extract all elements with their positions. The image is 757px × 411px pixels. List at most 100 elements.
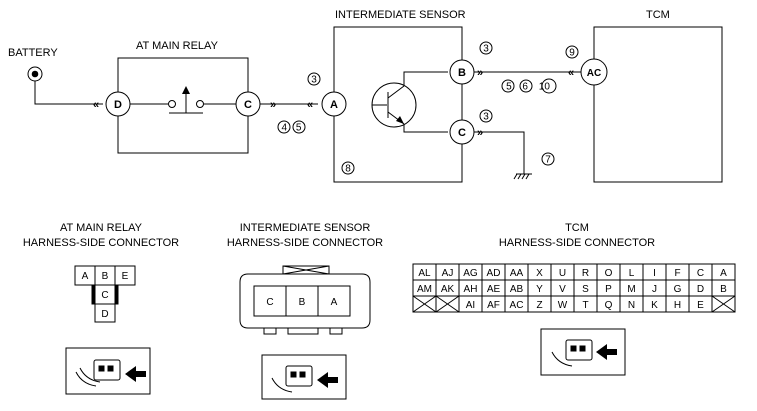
tcm-pin-label: L xyxy=(629,268,635,279)
wire-arrow-sensor-out: » xyxy=(477,67,483,79)
step-ref-3-a xyxy=(307,72,321,86)
step-ref-9-label: 9 xyxy=(569,48,575,59)
tcm-pin-label: AJ xyxy=(442,268,454,279)
tcm-pin-label: V xyxy=(559,284,566,295)
tcm-connector-title-2: HARNESS-SIDE CONNECTOR xyxy=(499,237,655,249)
tcm-pin-label: T xyxy=(582,300,588,311)
tcm-box xyxy=(593,26,723,183)
tcm-pin-label: AF xyxy=(487,300,500,311)
tcm-plug-icon xyxy=(540,328,626,376)
tcm-pin-label: AM xyxy=(417,284,432,295)
relay-connector-title-2: HARNESS-SIDE CONNECTOR xyxy=(23,237,179,249)
schematic: BATTERY « AT MAIN RELAY D C » « 3 xyxy=(8,9,723,183)
sensor-pin-c-label: C xyxy=(458,127,466,139)
relay-conn-pin-b: B xyxy=(102,271,109,282)
tcm-pin-label: A xyxy=(720,268,727,279)
tcm-pin-label: X xyxy=(536,268,543,279)
tcm-connector-title-1: TCM xyxy=(565,222,589,234)
relay-box xyxy=(117,57,249,154)
sensor-pin-b-label: B xyxy=(458,67,466,79)
tcm-pin-label: D xyxy=(697,284,704,295)
tcm-blank-pin-cross xyxy=(412,295,437,313)
sensor-connector: C B A xyxy=(239,265,371,335)
step-ref-8 xyxy=(341,161,355,175)
battery-terminal xyxy=(27,66,43,82)
tcm-pin-label: AE xyxy=(487,284,501,295)
tcm-pin-label: F xyxy=(674,268,680,279)
step-ref-7-label: 7 xyxy=(545,155,551,166)
battery-label: BATTERY xyxy=(8,47,58,59)
tcm-pin-label: AH xyxy=(464,284,478,295)
tcm-pin-label: W xyxy=(558,300,568,311)
relay-contact-left xyxy=(168,100,176,108)
sensor-plug-icon xyxy=(261,354,347,400)
relay-pin-d-label: D xyxy=(114,99,122,111)
tcm-pin-label: R xyxy=(582,268,589,279)
step-ref-3-b xyxy=(479,41,493,55)
tcm-pin-label: AK xyxy=(441,284,455,295)
sensor-conn-pin-b: B xyxy=(299,297,306,308)
step-ref-8-label: 8 xyxy=(345,164,351,175)
tcm-pin-label: AC xyxy=(510,300,524,311)
sensor-pin-a xyxy=(321,91,347,117)
tcm-pin-label: N xyxy=(628,300,635,311)
relay-title: AT MAIN RELAY xyxy=(136,40,219,52)
ground-wire xyxy=(474,131,525,174)
sensor-title: INTERMEDIATE SENSOR xyxy=(335,9,466,21)
sensor-box xyxy=(333,26,463,183)
battery-wire xyxy=(34,81,103,105)
tcm-pin-label: AB xyxy=(510,284,524,295)
step-ref-4 xyxy=(277,120,291,134)
relay-actuator-arrow xyxy=(182,86,190,94)
step-ref-3-c-label: 3 xyxy=(483,112,489,123)
relay-connector-title-1: AT MAIN RELAY xyxy=(60,222,143,234)
tcm-blank-pin-cross xyxy=(711,295,736,313)
sensor-connector-title-2: HARNESS-SIDE CONNECTOR xyxy=(227,237,383,249)
tcm-pin-label: I xyxy=(653,268,656,279)
tcm-pin-label: Q xyxy=(605,300,613,311)
relay-conn-pin-c: C xyxy=(101,290,108,301)
tcm-pin-label: Y xyxy=(536,284,543,295)
tcm-pin-label: AL xyxy=(418,268,431,279)
tcm-pin-label: AA xyxy=(510,268,524,279)
tcm-pin-label: K xyxy=(651,300,658,311)
step-ref-3-a-label: 3 xyxy=(311,75,317,86)
tcm-pin-label: AG xyxy=(463,268,478,279)
wire-arrow-relay-out: » xyxy=(270,99,276,111)
sensor-connector-title-1: INTERMEDIATE SENSOR xyxy=(240,222,371,234)
tcm-pin-ac xyxy=(580,58,608,86)
tcm-pin-label: M xyxy=(627,284,635,295)
tcm-pin-label: E xyxy=(697,300,704,311)
tcm-pin-ac-label: AC xyxy=(587,68,601,79)
relay-conn-pin-e: E xyxy=(122,271,129,282)
tcm-blank-pin-cross xyxy=(435,295,460,313)
step-ref-5 xyxy=(292,120,306,134)
step-ref-3-c xyxy=(479,109,493,123)
sensor-pin-a-label: A xyxy=(330,99,338,111)
wire-arrow-tcm-in: « xyxy=(568,67,574,79)
step-ref-10 xyxy=(541,78,557,94)
tcm-pin-label: U xyxy=(559,268,566,279)
relay-plug-icon xyxy=(65,347,151,395)
connector-titles: AT MAIN RELAY HARNESS-SIDE CONNECTOR INT… xyxy=(23,222,655,249)
wire-arrow-sensor-in: « xyxy=(307,99,313,111)
step-ref-4-5-label: 4 5 xyxy=(282,123,302,134)
step-ref-5b xyxy=(501,79,515,93)
tcm-pin-label: S xyxy=(582,284,589,295)
relay-conn-pin-a: A xyxy=(82,271,89,282)
relay-connector: A B E C D xyxy=(74,265,136,323)
step-ref-6 xyxy=(519,79,533,93)
tcm-pin-label: AI xyxy=(466,300,475,311)
wire-arrow-battery: « xyxy=(93,99,99,111)
relay-pin-c-label: C xyxy=(244,99,252,111)
step-ref-3-b-label: 3 xyxy=(483,44,489,55)
tcm-pin-label: Z xyxy=(536,300,542,311)
sensor-conn-pin-a: A xyxy=(331,297,338,308)
tcm-pin-label: J xyxy=(652,284,657,295)
transistor-symbol xyxy=(371,71,448,133)
relay-conn-pin-d: D xyxy=(101,309,108,320)
relay-contact-right xyxy=(196,100,204,108)
step-ref-7 xyxy=(541,152,555,166)
